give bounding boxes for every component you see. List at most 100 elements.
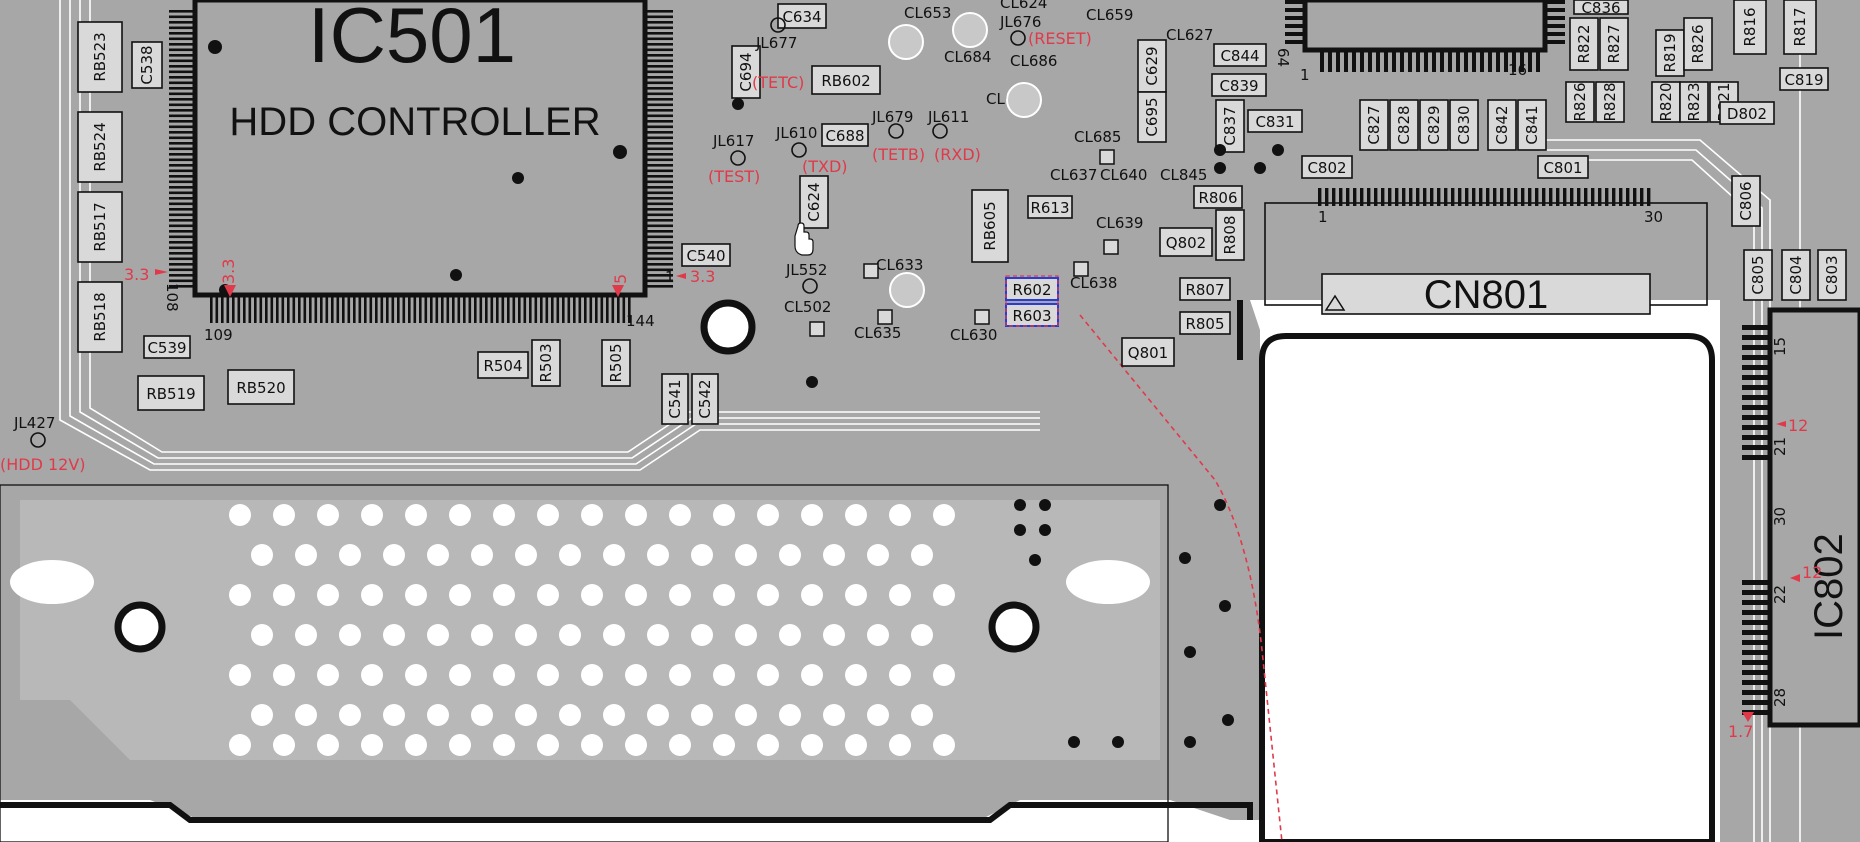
connector-hole	[405, 504, 427, 526]
component-label: RB605	[981, 201, 999, 250]
connector-hole	[779, 544, 801, 566]
component-rb602	[811, 65, 881, 95]
connector-hole	[581, 504, 603, 526]
component-c829	[1419, 99, 1449, 151]
connector-hole	[229, 734, 251, 756]
voltage-arrow	[612, 285, 624, 297]
connector-hole	[867, 544, 889, 566]
voltage-arrow	[155, 269, 168, 275]
connector-hole	[779, 624, 801, 646]
component-c842	[1487, 99, 1517, 151]
voltage-arrow	[1776, 421, 1786, 427]
connector-hole	[295, 544, 317, 566]
connector-hole	[339, 624, 361, 646]
jl617-ref: JL617	[712, 132, 754, 150]
component-r805	[1179, 311, 1231, 335]
component-label: C688	[825, 127, 864, 145]
component-c538	[131, 41, 163, 89]
component-c839	[1211, 73, 1267, 97]
via-dot	[1184, 736, 1196, 748]
component-c695	[1137, 91, 1167, 143]
jl611-ref: JL611	[927, 108, 969, 126]
component-label: R820	[1657, 82, 1675, 121]
component-label: R827	[1605, 24, 1623, 63]
voltage-5: 5	[611, 274, 630, 284]
component-c541	[661, 373, 689, 425]
component-r505	[601, 339, 631, 387]
component-c828	[1389, 99, 1419, 151]
check-land-label: CL635	[854, 324, 901, 342]
connector-hole	[713, 734, 735, 756]
board-cutout	[1259, 333, 1715, 842]
component-d802	[1719, 101, 1775, 125]
component-label: C624	[805, 182, 823, 221]
component-label: R822	[1575, 24, 1593, 63]
jl676-ref: JL676	[999, 13, 1041, 31]
round-pad	[1006, 82, 1042, 118]
component-r823	[1679, 81, 1709, 123]
ic802-pin21: 21	[1771, 437, 1789, 456]
cn801-pin1-marker	[1324, 294, 1346, 311]
component-label: C542	[696, 379, 714, 418]
via-dot	[1112, 736, 1124, 748]
jl610-pad	[791, 142, 807, 158]
connector-hole	[537, 504, 559, 526]
test-pad	[1103, 239, 1119, 255]
cn801-pins	[1318, 188, 1651, 206]
connector-hole	[515, 704, 537, 726]
component-c542	[691, 373, 719, 425]
component-label: R603	[1012, 307, 1051, 325]
via-dot	[1179, 552, 1191, 564]
component-label: C819	[1784, 71, 1823, 89]
component-label: C805	[1749, 255, 1767, 294]
connector-hole	[339, 544, 361, 566]
component-label: R806	[1198, 189, 1237, 207]
voltage-3v3-a: 3.3	[124, 265, 149, 284]
ic501-body	[192, 0, 648, 298]
component-c803	[1817, 249, 1847, 301]
component-label: C836	[1581, 0, 1620, 17]
top-ic-body	[1302, 0, 1548, 53]
connector-hole	[757, 664, 779, 686]
connector-hole	[691, 544, 713, 566]
cn801-label-box	[1321, 273, 1651, 315]
component-label: C830	[1455, 105, 1473, 144]
connector-hole	[757, 734, 779, 756]
via-dot	[1214, 144, 1226, 156]
component-c694	[731, 45, 761, 99]
jl676-pad	[1010, 30, 1026, 46]
test-pad	[974, 309, 990, 325]
via-dot	[806, 376, 818, 388]
ic501-dot	[450, 269, 462, 281]
component-label: R819	[1661, 33, 1679, 72]
connector-hole	[427, 544, 449, 566]
ic501-pin108: 108	[163, 283, 181, 312]
hand-cursor-icon	[794, 222, 814, 256]
top-ic-pins	[1285, 0, 1565, 72]
jl427-ref: JL427	[13, 414, 55, 432]
component-label: RB520	[236, 379, 285, 397]
via-dot	[1014, 499, 1026, 511]
via-dot	[1272, 144, 1284, 156]
board-bottom-edge	[0, 802, 1253, 823]
connector-hole	[229, 504, 251, 526]
connector-hole	[427, 704, 449, 726]
connector-hole	[559, 624, 581, 646]
via-dot	[1214, 499, 1226, 511]
component-label: RB602	[821, 72, 870, 90]
ic802-pin30: 30	[1771, 507, 1789, 526]
connector-hole	[493, 664, 515, 686]
connector-hole	[713, 664, 735, 686]
component-label: C538	[138, 45, 156, 84]
test-pad	[877, 309, 893, 325]
test-pad	[863, 263, 879, 279]
component-label: C839	[1219, 77, 1258, 95]
component-label: C829	[1425, 105, 1443, 144]
connector-hole	[625, 584, 647, 606]
voltage-1v7: 1.7	[1728, 722, 1753, 741]
component-rb517	[77, 191, 123, 263]
component-label: C539	[147, 339, 186, 357]
check-land-label: CL637	[1050, 166, 1097, 184]
jl677-ref: JL677	[755, 34, 797, 52]
connector-hole	[383, 544, 405, 566]
